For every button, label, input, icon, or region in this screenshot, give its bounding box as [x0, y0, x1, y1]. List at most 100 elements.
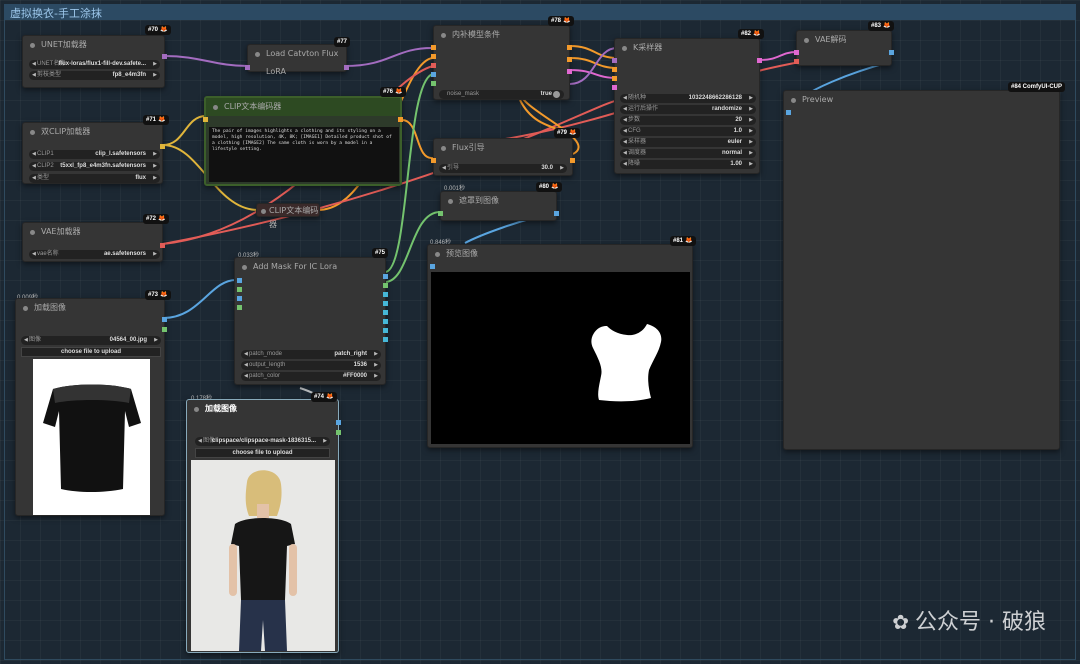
arrow-left-icon[interactable]: ◀ [32, 175, 36, 181]
latent-output-port[interactable] [757, 58, 762, 63]
image-output-port[interactable] [383, 274, 388, 279]
node-title-bar[interactable]: CLIP文本编码器 [257, 204, 319, 229]
arrow-right-icon[interactable]: ▶ [153, 61, 157, 67]
collapse-dot-icon[interactable] [622, 46, 627, 51]
arrow-right-icon[interactable]: ▶ [749, 150, 753, 156]
preview-node[interactable]: Preview [783, 90, 1060, 450]
arrow-left-icon[interactable]: ◀ [244, 373, 248, 379]
upload-button[interactable]: choose file to upload [195, 448, 330, 458]
node-title-bar[interactable]: 遮罩到图像 [441, 192, 556, 210]
node-title-bar[interactable]: Preview [784, 91, 1059, 109]
toggle-knob-icon[interactable] [553, 91, 560, 98]
vae-output-port[interactable] [160, 243, 165, 248]
positive-output-port[interactable] [567, 45, 572, 50]
output-port-3[interactable] [383, 292, 388, 297]
image-output-port[interactable] [554, 211, 559, 216]
conditioning-input-port[interactable] [431, 158, 436, 163]
lora-node[interactable]: Load Catvton Flux LoRA [245, 44, 349, 76]
image-input-port[interactable] [786, 110, 791, 115]
arrow-right-icon[interactable]: ▶ [374, 373, 378, 379]
collapse-dot-icon[interactable] [30, 43, 35, 48]
output-port-4[interactable] [383, 301, 388, 306]
node-title-bar[interactable]: Flux引导 [434, 139, 572, 157]
vae-decode-node[interactable]: VAE解码 [794, 30, 894, 66]
arrow-right-icon[interactable]: ▶ [323, 438, 327, 444]
latent-output-port[interactable] [567, 69, 572, 74]
arrow-left-icon[interactable]: ◀ [623, 139, 627, 145]
output-port-7[interactable] [383, 328, 388, 333]
arrow-right-icon[interactable]: ▶ [153, 72, 157, 78]
arrow-left-icon[interactable]: ◀ [623, 161, 627, 167]
arrow-right-icon[interactable]: ▶ [153, 151, 157, 157]
first-image-input-port[interactable] [237, 278, 242, 283]
arrow-right-icon[interactable]: ▶ [749, 106, 753, 112]
prompt-textarea[interactable]: The pair of images highlights a clothing… [209, 127, 399, 182]
arrow-right-icon[interactable]: ▶ [560, 165, 564, 171]
node-title-bar[interactable]: 预览图像 [428, 245, 692, 263]
upload-button[interactable]: choose file to upload [21, 347, 161, 357]
collapse-dot-icon[interactable] [23, 306, 28, 311]
mask-input-port[interactable] [431, 81, 436, 86]
patch-color-widget[interactable]: ◀patch_color#FF0000▶ [241, 372, 381, 381]
preview-image-node[interactable]: 预览图像 [427, 244, 693, 448]
node-title-bar[interactable]: UNET加载器 [23, 36, 164, 54]
negative-output-port[interactable] [567, 57, 572, 62]
arrow-right-icon[interactable]: ▶ [153, 251, 157, 257]
arrow-left-icon[interactable]: ◀ [623, 106, 627, 112]
collapse-dot-icon[interactable] [441, 146, 446, 151]
collapse-dot-icon[interactable] [441, 33, 446, 38]
second-image-input-port[interactable] [237, 296, 242, 301]
arrow-right-icon[interactable]: ▶ [374, 351, 378, 357]
negative-input-port[interactable] [612, 76, 617, 81]
output-port-6[interactable] [383, 319, 388, 324]
collapse-dot-icon[interactable] [242, 265, 247, 270]
arrow-right-icon[interactable]: ▶ [749, 117, 753, 123]
arrow-left-icon[interactable]: ◀ [244, 351, 248, 357]
arrow-right-icon[interactable]: ▶ [374, 362, 378, 368]
arrow-left-icon[interactable]: ◀ [32, 72, 36, 78]
model-output-port[interactable] [344, 65, 349, 70]
arrow-left-icon[interactable]: ◀ [442, 165, 446, 171]
collapse-dot-icon[interactable] [791, 98, 796, 103]
node-title-bar[interactable]: 内补模型条件 [434, 26, 569, 44]
arrow-left-icon[interactable]: ◀ [32, 251, 36, 257]
node-title-bar[interactable]: 双CLIP加载器 [23, 123, 162, 141]
second-mask-input-port[interactable] [237, 305, 242, 310]
image-output-port[interactable] [162, 317, 167, 322]
arrow-left-icon[interactable]: ◀ [198, 438, 202, 444]
arrow-left-icon[interactable]: ◀ [32, 61, 36, 67]
conditioning-output-port[interactable] [398, 117, 403, 122]
node-title-bar[interactable]: CLIP文本编码器 [206, 98, 400, 116]
arrow-left-icon[interactable]: ◀ [623, 117, 627, 123]
arrow-right-icon[interactable]: ▶ [749, 139, 753, 145]
clip-input-port[interactable] [203, 117, 208, 122]
image-output-port[interactable] [336, 420, 341, 425]
collapse-dot-icon[interactable] [804, 38, 809, 43]
samples-input-port[interactable] [794, 50, 799, 55]
output-port-8[interactable] [383, 337, 388, 342]
arrow-left-icon[interactable]: ◀ [32, 163, 36, 169]
image-output-port[interactable] [889, 50, 894, 55]
first-mask-input-port[interactable] [237, 287, 242, 292]
arrow-right-icon[interactable]: ▶ [749, 95, 753, 101]
arrow-left-icon[interactable]: ◀ [623, 128, 627, 134]
clip-text-encode-collapsed-node[interactable]: CLIP文本编码器 [256, 203, 320, 229]
mask-output-port[interactable] [383, 283, 388, 288]
vae-input-port[interactable] [794, 59, 799, 64]
